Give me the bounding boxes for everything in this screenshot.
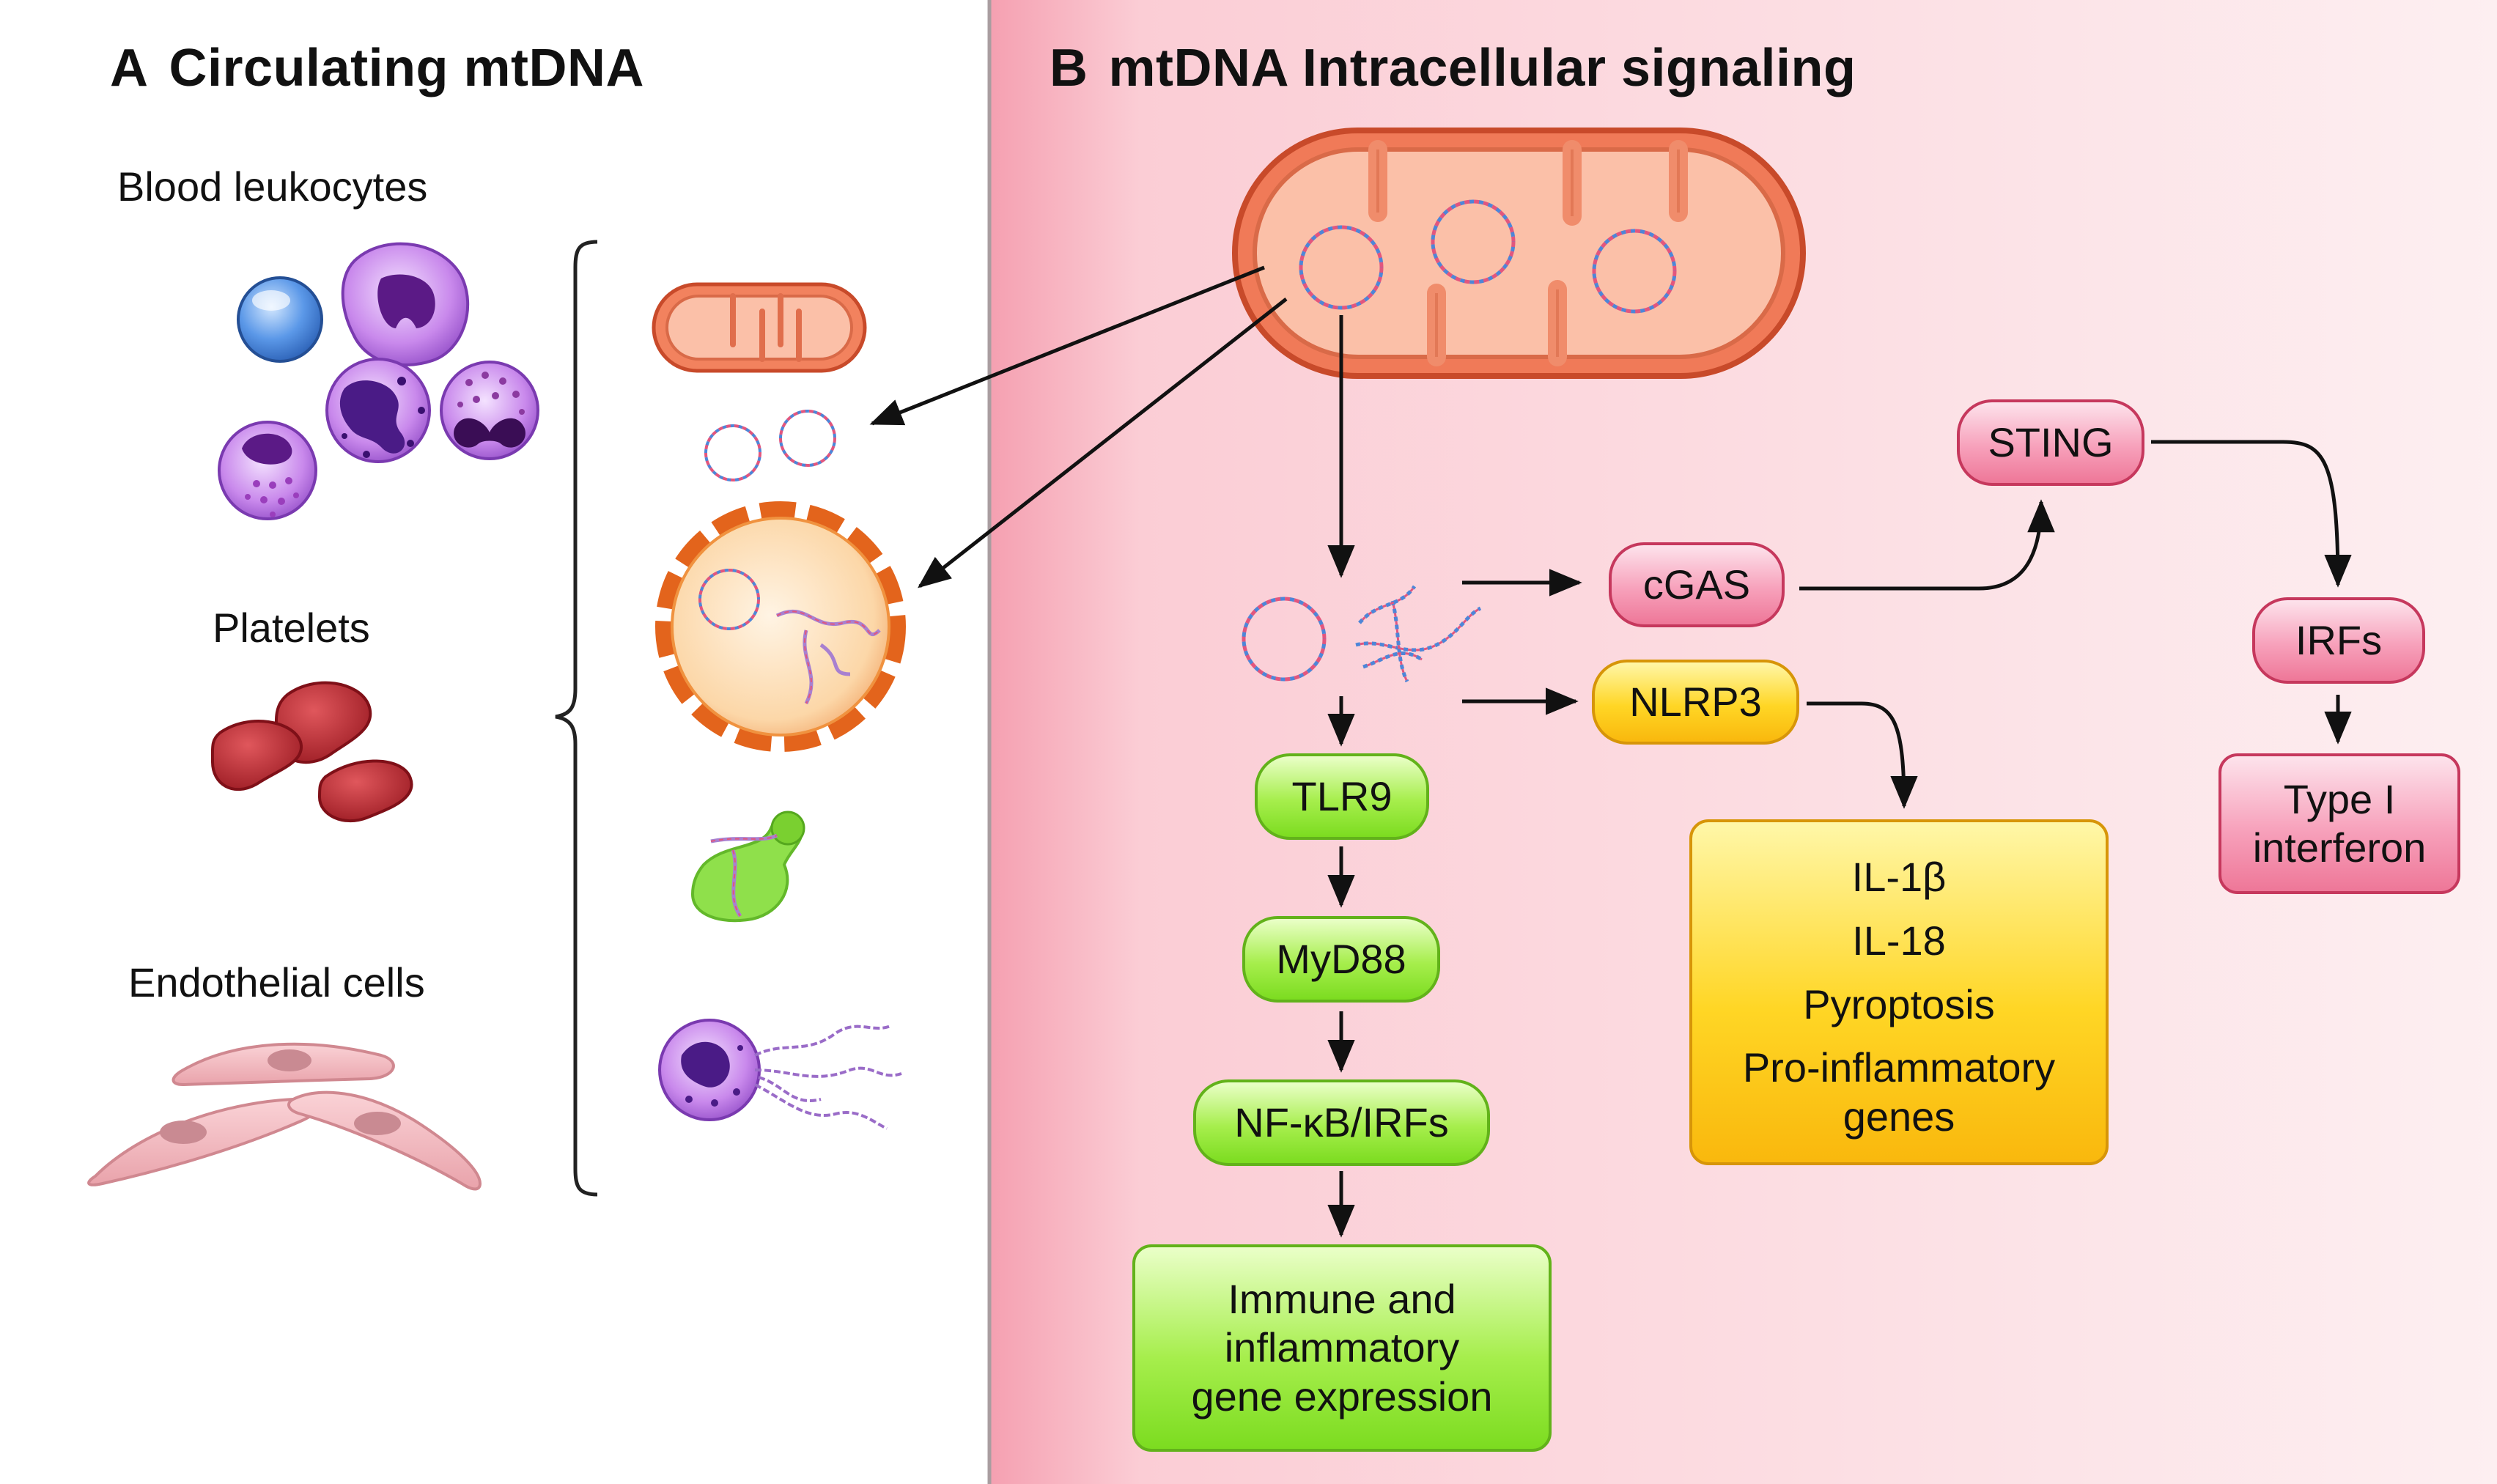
immune-line-2: inflammatory xyxy=(1224,1324,1460,1371)
node-sting: STING xyxy=(1957,399,2144,486)
label-platelets: Platelets xyxy=(213,605,370,651)
neutrophil-net-icon xyxy=(658,1019,902,1130)
node-tlr9: TLR9 xyxy=(1255,753,1429,840)
node-inflammasome-outputs: IL-1β IL-18 Pyroptosis Pro-inflammatory … xyxy=(1689,819,2109,1165)
node-irfs: IRFs xyxy=(2252,597,2425,684)
arrow-nlrp3-to-outputs xyxy=(1807,701,1918,809)
immune-line-1: Immune and xyxy=(1228,1276,1456,1323)
panel-a-title: A Circulating mtDNA xyxy=(110,38,644,98)
arrow-cgas-to-sting xyxy=(1799,499,2055,591)
output-genes: genes xyxy=(1843,1093,1955,1140)
arrow-mito-to-free-mtdna xyxy=(869,265,1265,426)
node-nfkb-irfs: NF-κB/IRFs xyxy=(1193,1079,1490,1166)
node-myd88: MyD88 xyxy=(1242,916,1440,1003)
output-pro-inflammatory: Pro-inflammatory xyxy=(1742,1044,2056,1091)
arrow-mito-to-vesicle xyxy=(918,298,1288,588)
label-endothelial-cells: Endothelial cells xyxy=(128,959,425,1005)
free-mtdna-icon xyxy=(704,410,836,481)
arrow-sting-to-irfs xyxy=(2151,440,2352,588)
node-nlrp3: NLRP3 xyxy=(1592,660,1799,745)
label-blood-leukocytes: Blood leukocytes xyxy=(117,163,428,210)
extracellular-vesicle-icon xyxy=(655,501,906,752)
interferon-line-1: Type I xyxy=(2283,775,2396,822)
pathway-arrows xyxy=(869,265,2352,1238)
platelet-icons xyxy=(210,681,413,822)
interferon-line-2: interferon xyxy=(2252,824,2427,871)
panel-b-letter: B xyxy=(1050,39,1088,97)
large-mitochondrion-icon xyxy=(1232,128,1806,379)
output-il18: IL-18 xyxy=(1852,917,1946,964)
protein-complex-icon xyxy=(690,811,805,923)
grouping-brace xyxy=(555,240,598,1197)
leukocyte-icons xyxy=(218,242,539,520)
node-immune-gene-expression: Immune and inflammatory gene expression xyxy=(1132,1244,1552,1452)
endothelial-icons xyxy=(87,1042,482,1191)
panel-b-title-text: mtDNA Intracellular signaling xyxy=(1108,39,1856,97)
node-type-i-interferon: Type I interferon xyxy=(2218,753,2460,894)
node-cgas: cGAS xyxy=(1609,542,1785,627)
immune-line-3: gene expression xyxy=(1191,1373,1493,1420)
panel-a-letter: A xyxy=(110,39,149,97)
panel-a-title-text: Circulating mtDNA xyxy=(169,39,645,97)
output-pyroptosis: Pyroptosis xyxy=(1803,981,1995,1027)
released-mtdna-icon xyxy=(1242,585,1482,683)
small-mitochondrion-icon xyxy=(652,282,867,373)
output-il1b: IL-1β xyxy=(1851,854,1947,900)
